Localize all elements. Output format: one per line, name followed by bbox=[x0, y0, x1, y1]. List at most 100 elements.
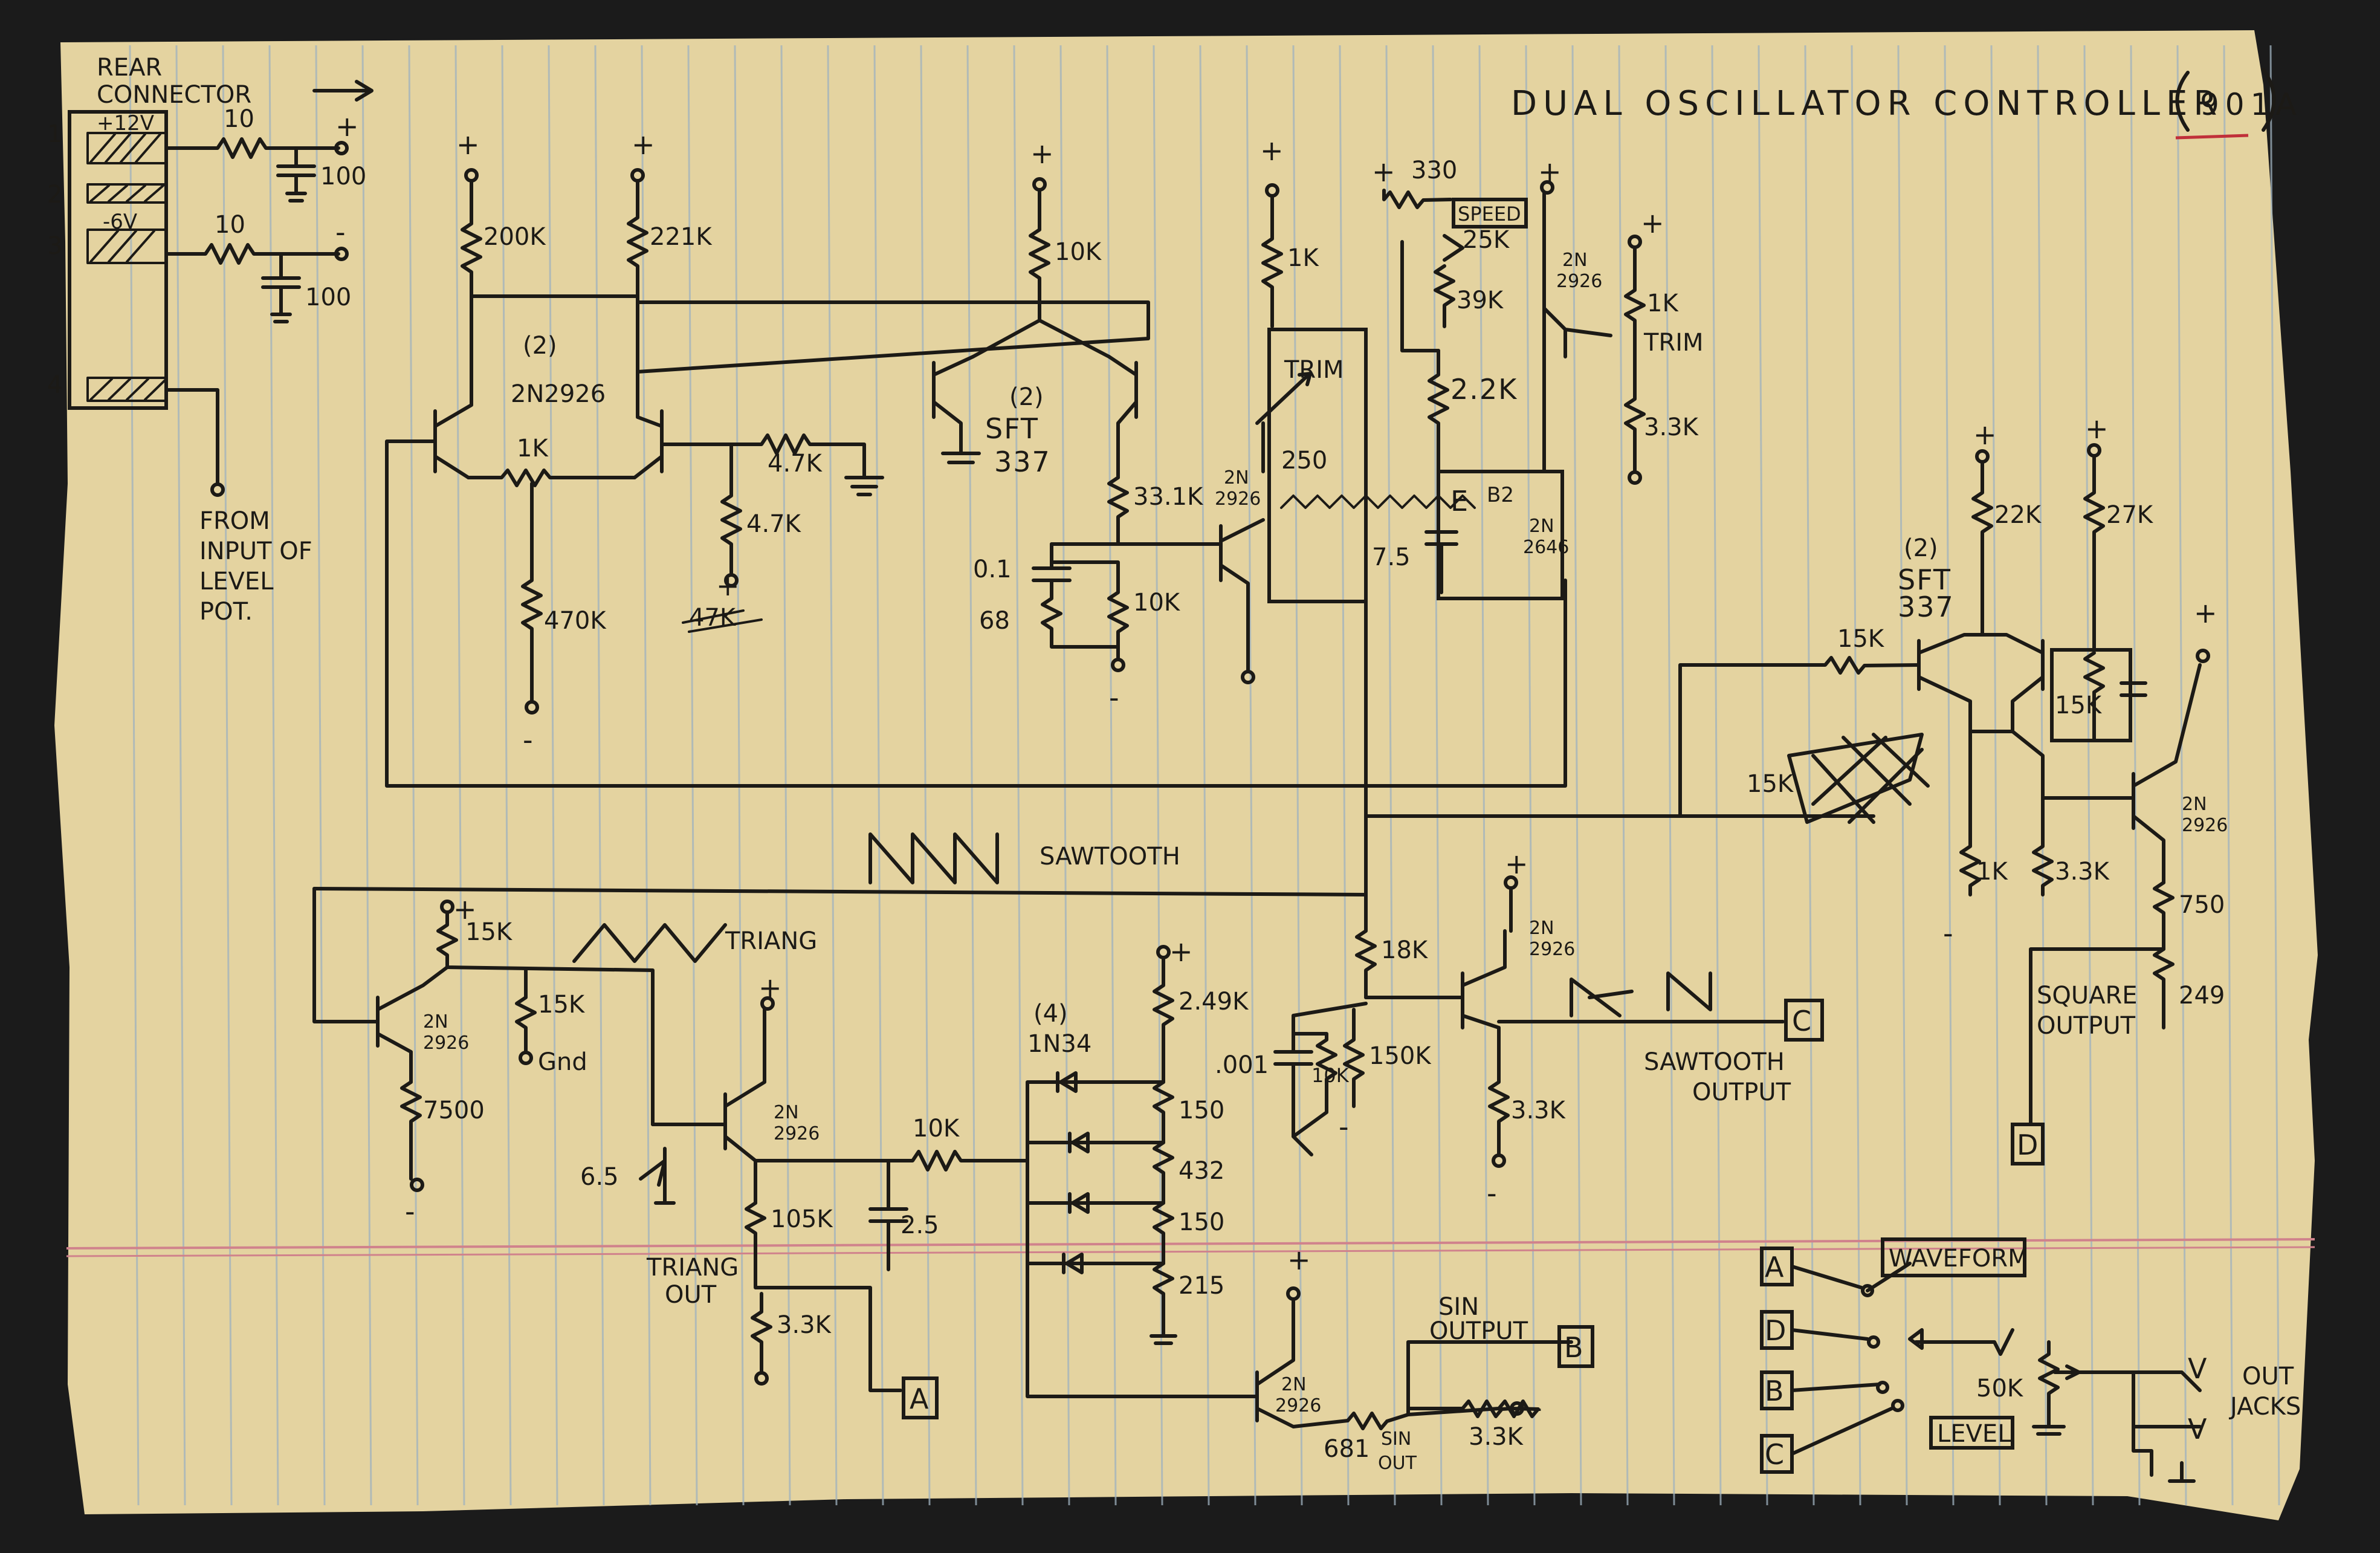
ruled-line bbox=[734, 45, 745, 1506]
ruled-line bbox=[780, 45, 791, 1506]
trim2-plus-b: + bbox=[1641, 207, 1666, 239]
resistor-27k bbox=[2083, 455, 2105, 652]
sawtooth-out-icon bbox=[1666, 971, 1712, 1011]
level-pot bbox=[2032, 1340, 2066, 1436]
rear-connector-label: REAR bbox=[97, 54, 162, 82]
sine-output-resistors bbox=[1346, 1399, 1540, 1430]
ujt-plus: + bbox=[1260, 134, 1285, 167]
saw-plus: + bbox=[1505, 848, 1530, 880]
pin3-voltage: -6V bbox=[103, 210, 137, 234]
resistor-33-1k bbox=[1107, 476, 1129, 546]
sin-out-label-2: OUT bbox=[1378, 1453, 1417, 1474]
level-label: LEVEL bbox=[1937, 1420, 2011, 1448]
sft-type-1: SFT bbox=[985, 412, 1039, 445]
resistor-221k bbox=[627, 180, 648, 304]
r-221k-label: 221K bbox=[650, 223, 713, 251]
pot-25k-label: 25K bbox=[1463, 226, 1510, 254]
c-neg-value: 100 bbox=[305, 284, 351, 311]
r-3-3k-saw-label: 3.3K bbox=[1511, 1097, 1567, 1124]
ruled-line bbox=[1571, 45, 1582, 1506]
ruled-line bbox=[1339, 45, 1350, 1506]
switch-arrow-icon bbox=[1908, 1328, 1924, 1350]
ujt-label-1: 2N bbox=[1529, 516, 1554, 537]
sq-q-label-1: 2N bbox=[2182, 794, 2207, 815]
speed-box bbox=[1452, 198, 1528, 229]
ruled-line bbox=[920, 45, 931, 1506]
diff-amp-section: + 200K + 221K (2) 2N2926 1K 470K - 4.7K … bbox=[385, 128, 1567, 788]
sq-transistor-b bbox=[1981, 633, 2045, 733]
gnd-label: Gnd bbox=[538, 1048, 587, 1076]
tri-transistor-b bbox=[651, 1008, 766, 1205]
sft-collector-bus bbox=[971, 319, 1111, 358]
ruled-line bbox=[641, 45, 652, 1506]
saw-q-label-1: 2N bbox=[1529, 918, 1554, 939]
resistor-7500 bbox=[400, 1080, 422, 1181]
resistor-10k-saw bbox=[1292, 1032, 1337, 1138]
sq-out-label-1: SQUARE bbox=[2037, 982, 2138, 1010]
ujt-section: + 1K TRIM 250 2N 2926 + 330 SPEED 25K 39… bbox=[1215, 134, 1875, 903]
resistor-15k-tri bbox=[436, 911, 655, 1126]
r-33-1k-label: 33.1K bbox=[1133, 483, 1204, 511]
r-150-b-label: 150 bbox=[1179, 1208, 1224, 1236]
sine-ground bbox=[1150, 1334, 1177, 1345]
ruled-line bbox=[827, 45, 838, 1506]
square-section: (2) SFT 337 + + + 22K 27K 15K 15K 1K - 3… bbox=[1678, 412, 2228, 1166]
terminal-a-box bbox=[902, 1376, 939, 1419]
tri-q-label-1: 2N bbox=[423, 1011, 448, 1033]
r-249-label: 249 bbox=[2179, 982, 2225, 1010]
ruled-line bbox=[1851, 45, 1861, 1506]
r-27k-label: 27K bbox=[2106, 501, 2154, 529]
jack-2: V bbox=[2188, 1413, 2208, 1445]
r-200k-label: 200K bbox=[483, 223, 546, 251]
r-15k-b-label: 15K bbox=[538, 991, 586, 1019]
transistor-right bbox=[633, 300, 664, 479]
sin-output-label-1: SIN bbox=[1438, 1293, 1479, 1321]
triangle-wave-icon bbox=[572, 923, 727, 963]
ujt-plus-2: + bbox=[1372, 155, 1397, 188]
r-681-label: 681 bbox=[1324, 1435, 1369, 1463]
resistor-39k bbox=[1434, 264, 1455, 328]
saw-minus-b: - bbox=[1487, 1177, 1498, 1210]
ruled-line bbox=[1525, 45, 1536, 1506]
feedback-loop bbox=[385, 439, 1567, 788]
input-terminal bbox=[210, 482, 225, 497]
r-150-a-label: 150 bbox=[1179, 1097, 1224, 1124]
q2-label-1: 2N bbox=[1562, 250, 1588, 271]
sft-plus: + bbox=[1030, 137, 1055, 170]
resistor-330 bbox=[1382, 189, 1452, 209]
r-215-label: 215 bbox=[1179, 1272, 1224, 1300]
sine-plus-2: + bbox=[1287, 1243, 1312, 1276]
ruled-line bbox=[1246, 45, 1256, 1506]
tri-out-label-2: OUT bbox=[665, 1281, 717, 1309]
capacitor-7-5 bbox=[1424, 530, 1458, 594]
sw-terminal-d: D bbox=[1765, 1314, 1787, 1347]
notebook-paper bbox=[54, 30, 2318, 1520]
r-18k-label: 18K bbox=[1381, 936, 1429, 964]
sw-terminal-b: B bbox=[1765, 1375, 1785, 1407]
switch-section: WAVEFORM A D B C 50K LEVEL V V OUT JACKS bbox=[1760, 1237, 2301, 1483]
terminal-b: B bbox=[1564, 1331, 1585, 1364]
ruled-line bbox=[1664, 45, 1675, 1506]
resistor-6-5 bbox=[639, 1147, 676, 1205]
ruled-line bbox=[1758, 45, 1768, 1506]
sawtooth-section: SAWTOOTH TRIANG 18K + 2N 2926 .001 10K 1… bbox=[312, 832, 1824, 1210]
model-number: 901A bbox=[2200, 87, 2303, 122]
plus-a: + bbox=[456, 128, 481, 161]
paren-left bbox=[2175, 71, 2190, 132]
r-pos-value: 10 bbox=[224, 105, 254, 133]
resistor-10-pos bbox=[164, 137, 340, 159]
r-4-7k-b-label: 4.7K bbox=[746, 510, 802, 538]
switch-wiper bbox=[1866, 1262, 2014, 1356]
tri-q2-label-2: 2926 bbox=[774, 1123, 820, 1144]
ruled-line bbox=[594, 45, 605, 1506]
c-0-1-label: 0.1 bbox=[973, 556, 1012, 583]
saw-minus-a: - bbox=[1339, 1110, 1350, 1143]
sw-terminal-a: A bbox=[1765, 1251, 1785, 1283]
terminal-c: C bbox=[1792, 1005, 1812, 1037]
resistor-4-7k-b bbox=[720, 443, 742, 576]
r-3-3k-sq-label: 3.3K bbox=[2055, 858, 2110, 886]
tri-out-label-1: TRIANG bbox=[646, 1254, 739, 1282]
ruled-line bbox=[1478, 45, 1489, 1506]
arrow-icon bbox=[312, 80, 373, 102]
